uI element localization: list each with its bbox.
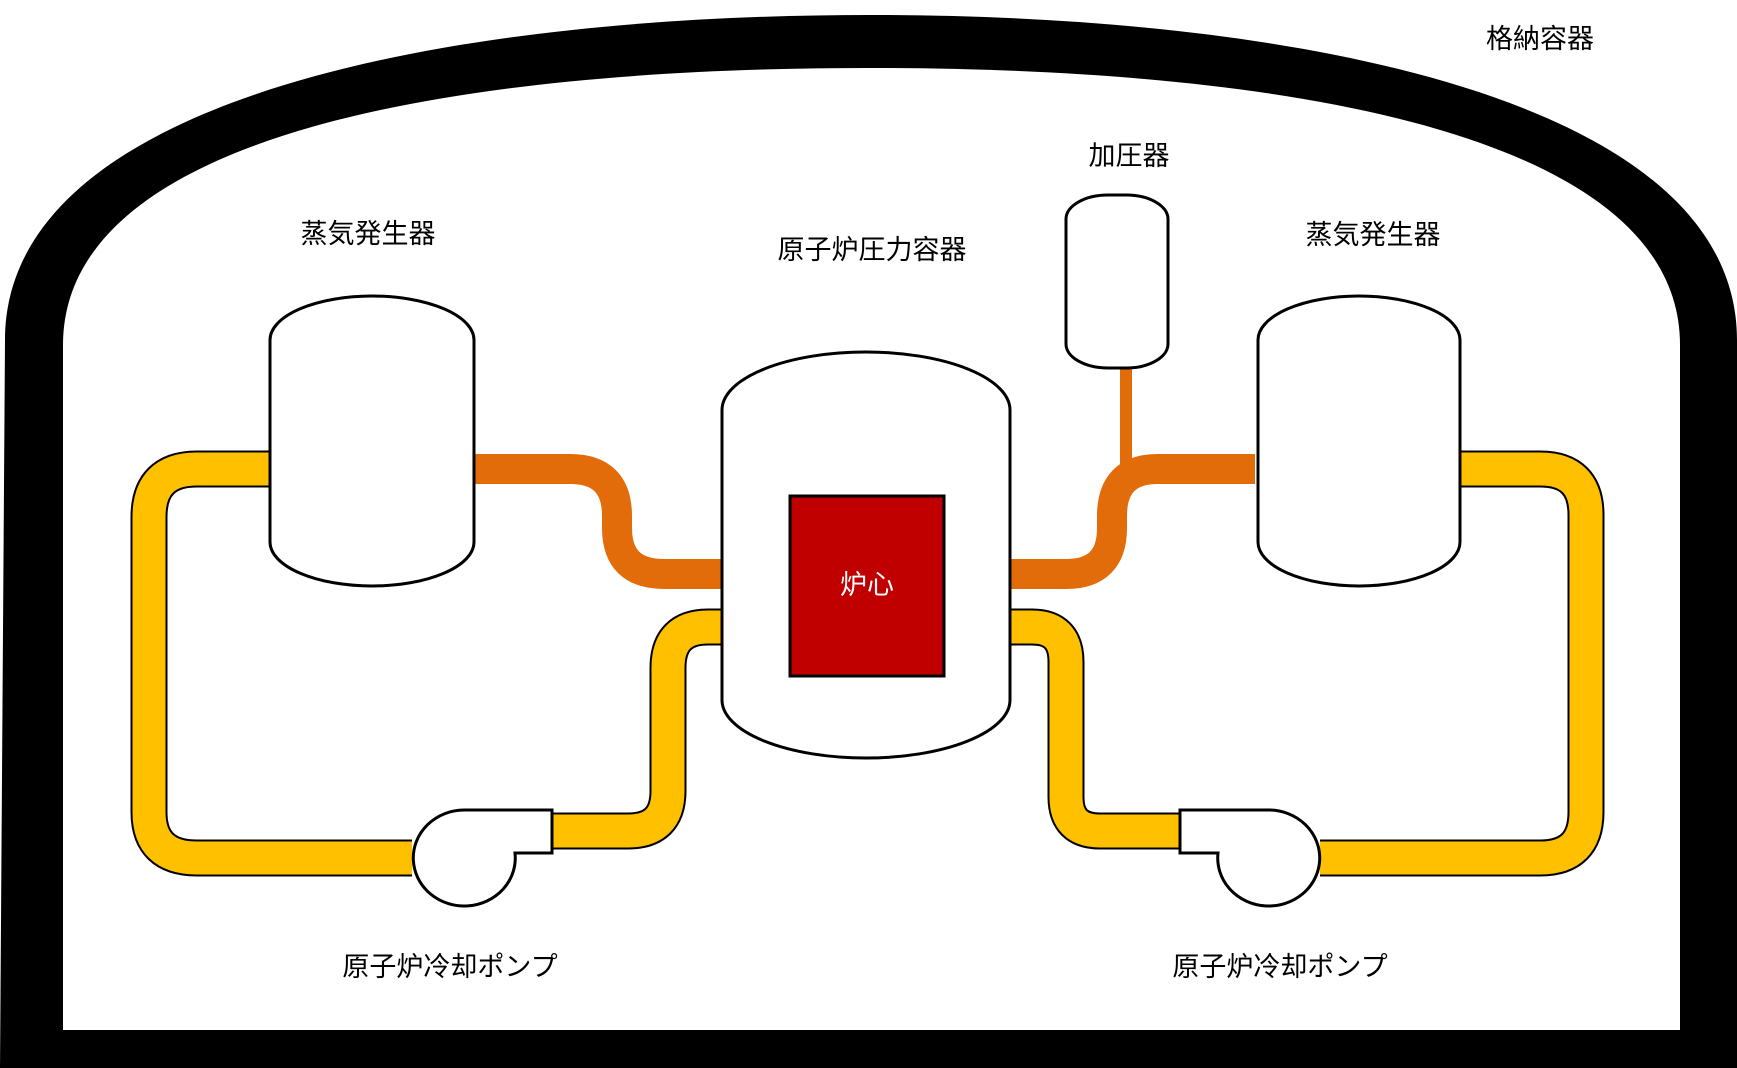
reactor-core [788,494,946,678]
steam-generator-left-label: 蒸気発生器 [301,219,436,250]
steam-generator-left [268,294,476,588]
reactor-coolant-pump-right [1178,808,1322,908]
hot-leg-left [472,454,725,589]
reactor-pressure-vessel-label: 原子炉圧力容器 [778,235,967,266]
pump-right-label: 原子炉冷却ポンプ [1172,952,1387,983]
containment-label: 格納容器 [1486,24,1594,55]
cold-leg-left-loop [130,450,412,877]
core-label: 炉心 [840,570,894,601]
reactor-coolant-pump-left [411,808,554,908]
pressurizer [1064,193,1170,370]
cold-leg-left-to-vessel [550,608,725,850]
cold-leg-right-from-vessel [1008,608,1180,850]
hot-leg-right [1008,454,1255,589]
steam-generator-right [1256,294,1462,588]
pump-left-label: 原子炉冷却ポンプ [342,952,557,983]
pressurizer-label: 加圧器 [1089,141,1170,172]
steam-generator-right-label: 蒸気発生器 [1306,220,1441,251]
cold-leg-right-loop [1320,450,1605,877]
